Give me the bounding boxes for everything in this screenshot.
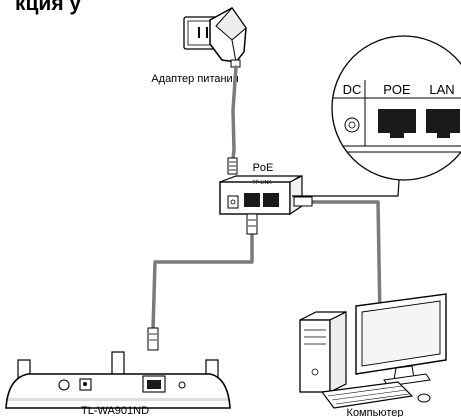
rj45-plug-top xyxy=(246,213,258,235)
heading-text: кция у xyxy=(15,0,81,15)
poe-injector: TP-LINK xyxy=(219,175,303,216)
access-point-label: TL-WA901ND xyxy=(81,405,149,417)
zoom-port-dc-label: DC xyxy=(343,82,362,97)
zoom-port-detail: DC POE LAN xyxy=(331,35,461,181)
poe-ethernet-cable xyxy=(151,216,254,332)
computer xyxy=(299,293,447,409)
power-adapter xyxy=(209,7,247,68)
poe-label: PoE xyxy=(253,162,274,174)
rj45-plug-bottom xyxy=(147,327,159,351)
dc-plug xyxy=(227,157,238,175)
access-point xyxy=(5,351,231,409)
computer-label: Компьютер xyxy=(347,407,404,417)
lan-ethernet-cable xyxy=(298,200,382,322)
zoom-port-poe-label: POE xyxy=(383,82,411,97)
power-adapter-label: Адаптер питания xyxy=(151,73,238,85)
zoom-port-lan-label: LAN xyxy=(429,82,454,97)
rj45-plug-lan xyxy=(293,196,313,207)
poe-brand: TP-LINK xyxy=(252,180,272,186)
